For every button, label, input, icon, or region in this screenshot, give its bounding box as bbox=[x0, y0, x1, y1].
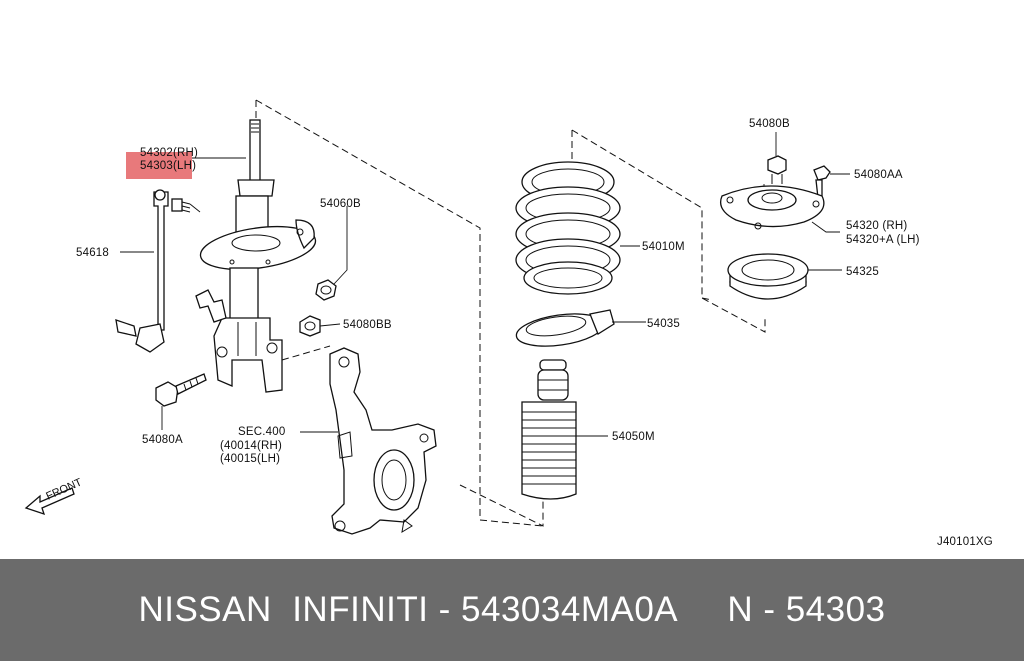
bolt-54080a bbox=[155, 373, 207, 407]
label-54320-lh: 54320+A (LH) bbox=[846, 234, 920, 246]
part-number-text: NISSAN INFINITI - 543034MA0A N - 54303 bbox=[138, 590, 886, 629]
nut-54080bb bbox=[299, 315, 321, 337]
part-highlight bbox=[126, 152, 192, 179]
spring-group-outline-d bbox=[701, 297, 713, 301]
strut-assembly bbox=[195, 119, 317, 393]
label-54080aa: 54080AA bbox=[854, 169, 903, 181]
front-arrow-icon bbox=[24, 487, 75, 516]
diagram-code: J40101XG bbox=[937, 536, 993, 548]
label-54618: 54618 bbox=[76, 247, 109, 259]
label-40015-lh: (40015(LH) bbox=[220, 453, 280, 465]
stabilizer-link bbox=[115, 189, 191, 353]
label-54080a: 54080A bbox=[142, 434, 183, 446]
nut-54060b bbox=[315, 279, 337, 301]
label-54325: 54325 bbox=[846, 266, 879, 278]
label-40014-rh: (40014(RH) bbox=[220, 440, 282, 452]
label-54080b: 54080B bbox=[749, 118, 790, 130]
spring-group-outline-c bbox=[459, 484, 544, 527]
part-number-banner: NISSAN INFINITI - 543034MA0A N - 54303 bbox=[0, 559, 1024, 661]
label-sec-400: SEC.400 bbox=[238, 426, 285, 438]
label-54010m: 54010M bbox=[642, 241, 685, 253]
exploded-parts-diagram: 54302(RH) 54303(LH) 54618 54060B 54080BB… bbox=[24, 99, 993, 548]
bump-stop-boot bbox=[521, 359, 577, 500]
knuckle-dash-line bbox=[281, 345, 331, 361]
label-54060b: 54060B bbox=[320, 198, 361, 210]
nut-54080b bbox=[767, 155, 787, 184]
spring-seat bbox=[515, 309, 615, 347]
strut-mount bbox=[719, 185, 825, 230]
label-54050m: 54050M bbox=[612, 431, 655, 443]
label-54035: 54035 bbox=[647, 318, 680, 330]
label-54302: 54302(RH) bbox=[140, 147, 198, 159]
mount-bearing bbox=[727, 253, 809, 300]
label-54303: 54303(LH) bbox=[140, 160, 196, 172]
steering-knuckle bbox=[329, 347, 437, 535]
spring-group-outline bbox=[571, 129, 766, 333]
coil-spring bbox=[515, 161, 621, 295]
bolt-54080aa bbox=[813, 165, 831, 199]
label-54320-rh: 54320 (RH) bbox=[846, 220, 907, 232]
label-54080bb: 54080BB bbox=[343, 319, 392, 331]
